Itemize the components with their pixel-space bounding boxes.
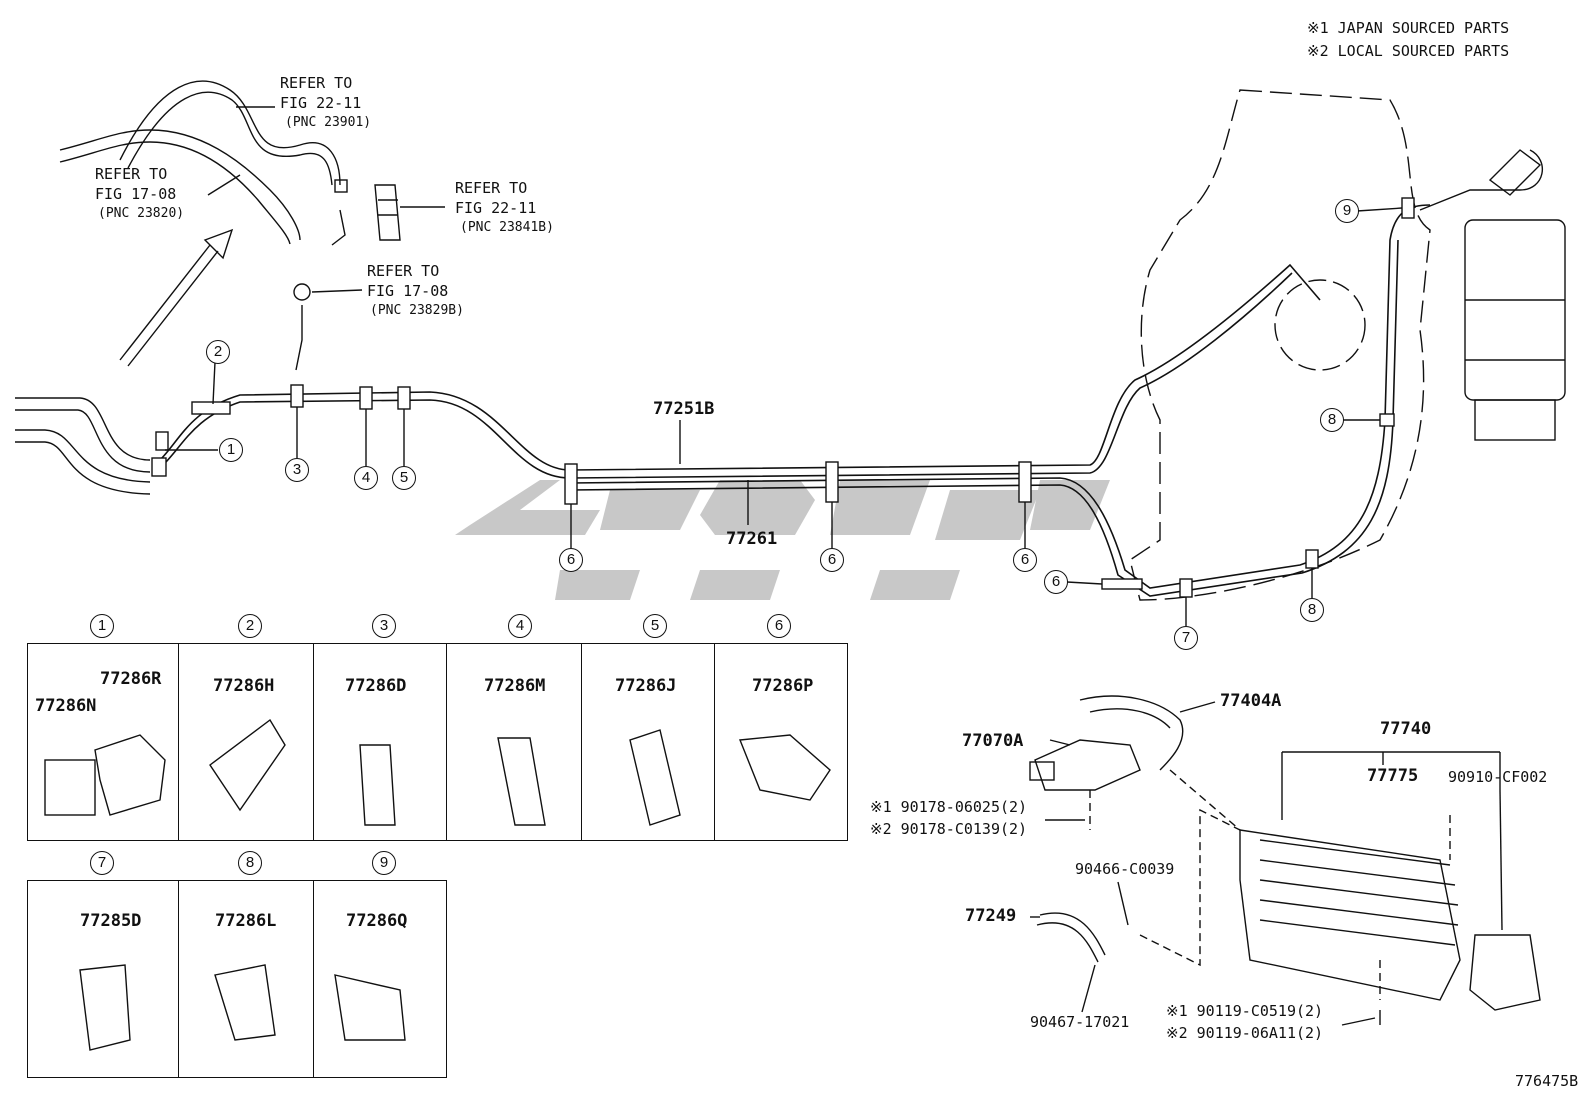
table-num-2: 2 (238, 614, 262, 638)
ref3-fig: FIG 22-11 (455, 199, 537, 217)
part-77775: 77775 (1367, 766, 1419, 786)
ref4-fig: FIG 17-08 (367, 282, 449, 300)
note-japan-sourced: ※1 JAPAN SOURCED PARTS (1307, 19, 1510, 37)
canister-exploded (1029, 695, 1541, 1025)
upper-hoses (59, 80, 401, 371)
part-77286H: 77286H (213, 676, 275, 696)
callout-4: 4 (354, 466, 378, 490)
ref1-fig: FIG 22-11 (280, 94, 362, 112)
part-77286P: 77286P (752, 676, 814, 696)
table-num-6: 6 (767, 614, 791, 638)
table-cell-5 (581, 643, 715, 841)
part-90467-17021: 90467-17021 (1030, 1013, 1130, 1031)
part-77286R: 77286R (100, 669, 162, 689)
table-cell-2 (178, 643, 314, 841)
table-num-1: 1 (90, 614, 114, 638)
callout-leaders (165, 106, 1403, 626)
callout-5: 5 (392, 466, 416, 490)
tube-label-77251B: 77251B (653, 399, 715, 419)
part-90119-06A11: ※2 90119-06A11(2) (1166, 1024, 1324, 1042)
filler-circle (1274, 279, 1366, 371)
table-cell-3 (313, 643, 447, 841)
callout-6b: 6 (820, 548, 844, 572)
part-77286L: 77286L (215, 911, 277, 931)
callout-9: 9 (1335, 199, 1359, 223)
table-num-3: 3 (372, 614, 396, 638)
ref2-pnc: (PNC 23820) (98, 206, 185, 221)
note-local-sourced: ※2 LOCAL SOURCED PARTS (1307, 42, 1510, 60)
ref1-pnc: (PNC 23901) (285, 115, 372, 130)
ref3-title: REFER TO (455, 179, 528, 197)
ref3-pnc: (PNC 23841B) (460, 220, 554, 235)
part-90178-C0139: ※2 90178-C0139(2) (870, 820, 1028, 838)
part-77070A: 77070A (962, 731, 1024, 751)
tube-label-77261: 77261 (726, 529, 778, 549)
table-num-8: 8 (238, 851, 262, 875)
table-cell-4 (446, 643, 582, 841)
callout-3: 3 (285, 458, 309, 482)
table-cell-9 (313, 880, 447, 1078)
ref2-fig: FIG 17-08 (95, 185, 177, 203)
table-cell-6 (714, 643, 848, 841)
canister-top (1419, 149, 1566, 441)
part-90119-C0519: ※1 90119-C0519(2) (1166, 1002, 1324, 1020)
callout-7: 7 (1174, 626, 1198, 650)
part-90178-06025: ※1 90178-06025(2) (870, 798, 1028, 816)
callout-8a: 8 (1300, 598, 1324, 622)
part-90466-C0039: 90466-C0039 (1075, 860, 1175, 878)
part-77286M: 77286M (484, 676, 546, 696)
ref2-title: REFER TO (95, 165, 168, 183)
ref4-title: REFER TO (367, 262, 440, 280)
part-77285D: 77285D (80, 911, 142, 931)
direction-arrow (119, 228, 234, 367)
part-77286Q: 77286Q (346, 911, 408, 931)
ref4-pnc: (PNC 23829B) (370, 303, 464, 318)
part-77286J: 77286J (615, 676, 677, 696)
table-cell-7 (27, 880, 179, 1078)
part-77286D: 77286D (345, 676, 407, 696)
callout-1: 1 (219, 438, 243, 462)
table-num-9: 9 (372, 851, 396, 875)
canister-solid-leaders (1030, 701, 1503, 1026)
fuel-tubes (159, 204, 1431, 597)
figure-id: 776475B (1515, 1072, 1579, 1090)
table-num-5: 5 (643, 614, 667, 638)
front-pipes (15, 397, 151, 495)
clamp-sketches (44, 718, 831, 1051)
callout-6c: 6 (1013, 548, 1037, 572)
part-77404A: 77404A (1220, 691, 1282, 711)
canister-dashed-leaders (1089, 769, 1451, 1000)
ref1-title: REFER TO (280, 74, 353, 92)
part-77286N: 77286N (35, 696, 97, 716)
tube-clamps (151, 197, 1415, 598)
watermark-logo (455, 480, 1110, 600)
table-cell-8 (178, 880, 314, 1078)
callout-2: 2 (206, 340, 230, 364)
fuel-tank-outline (1129, 89, 1431, 601)
part-90910-CF002: 90910-CF002 (1448, 768, 1548, 786)
table-num-7: 7 (90, 851, 114, 875)
part-77740: 77740 (1380, 719, 1432, 739)
callout-8b: 8 (1320, 408, 1344, 432)
callout-6a: 6 (559, 548, 583, 572)
callout-6d: 6 (1044, 570, 1068, 594)
part-77249: 77249 (965, 906, 1017, 926)
table-num-4: 4 (508, 614, 532, 638)
